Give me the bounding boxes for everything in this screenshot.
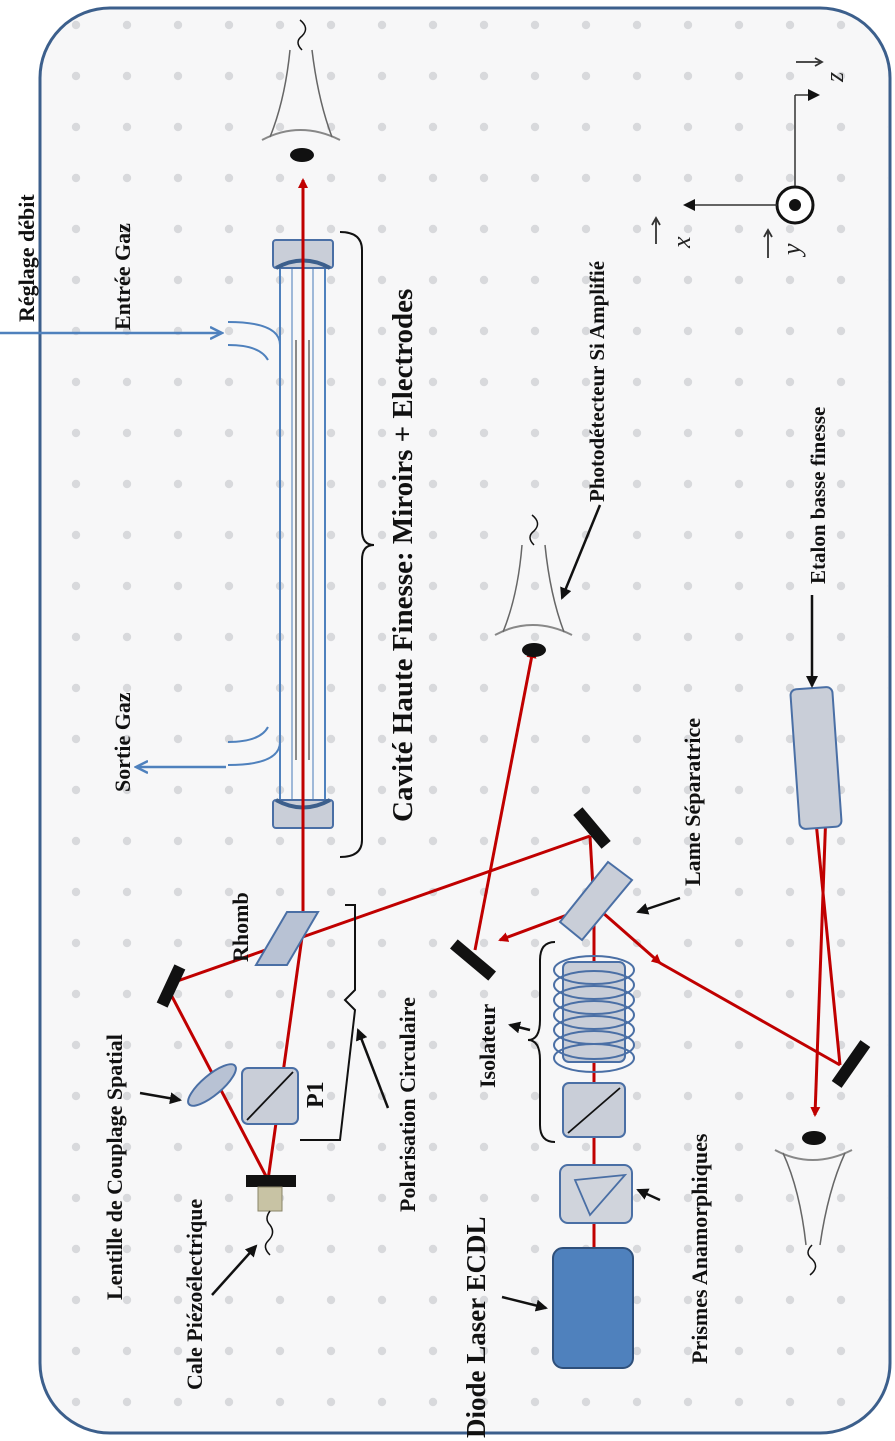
label-lame-separatrice: Lame Séparatrice bbox=[680, 718, 705, 886]
anamorphic-prisms bbox=[559, 1164, 633, 1224]
labels: Réglage débit Entrée Gaz Sortie Gaz Cavi… bbox=[14, 72, 849, 1438]
coordinate-axes bbox=[651, 57, 824, 258]
label-p1: P1 bbox=[303, 1081, 329, 1108]
pointer-arrows bbox=[139, 504, 818, 1312]
axis-label-x: x bbox=[667, 236, 696, 249]
label-prismes: Prismes Anamorphiques bbox=[687, 1133, 712, 1364]
axis-label-y: y bbox=[777, 243, 806, 258]
label-cale: Cale Piézoélectrique bbox=[182, 1199, 207, 1390]
label-diode-laser: Diode Laser ECDL bbox=[461, 1216, 491, 1438]
mirror-etalon bbox=[831, 1040, 871, 1088]
label-photodetecteur: Photodétecteur Si Amplifié bbox=[585, 261, 609, 502]
detector-etalon bbox=[774, 1131, 853, 1276]
gas-cell bbox=[227, 239, 334, 829]
label-entree-gaz: Entrée Gaz bbox=[110, 223, 135, 330]
label-etalon: Etalon basse finesse bbox=[806, 407, 830, 584]
polarizer-p1 bbox=[241, 1067, 299, 1125]
label-lentille: Lentille de Couplage Spatial bbox=[102, 1034, 127, 1300]
beam-splitter-plate bbox=[558, 860, 634, 942]
low-finesse-etalon bbox=[789, 686, 843, 830]
label-cavite: Cavité Haute Finesse: Miroirs + Electrod… bbox=[387, 289, 419, 822]
axis-label-z: z bbox=[820, 72, 849, 83]
fresnel-rhomb bbox=[254, 911, 320, 966]
isolator-brace bbox=[527, 941, 556, 1143]
polarisation-brace bbox=[300, 904, 357, 1141]
mirror-coupling bbox=[156, 964, 186, 1008]
detector-cavity bbox=[261, 19, 341, 162]
detector-photodetector bbox=[494, 514, 573, 657]
piezo-mirror bbox=[246, 1175, 296, 1256]
label-sortie-gaz: Sortie Gaz bbox=[110, 692, 135, 792]
optical-isolator bbox=[553, 955, 635, 1138]
mirror-photodetector bbox=[449, 939, 497, 981]
mirror-top-right bbox=[573, 807, 611, 849]
label-polarisation: Polarisation Circulaire bbox=[395, 997, 420, 1212]
label-rhomb: Rhomb bbox=[228, 892, 253, 962]
label-reglage-debit: Réglage débit bbox=[14, 194, 39, 322]
ecdl-laser-diode bbox=[552, 1247, 634, 1369]
label-isolateur: Isolateur bbox=[475, 1003, 500, 1088]
coupling-lens bbox=[187, 1063, 237, 1107]
cavity-brace bbox=[339, 231, 375, 858]
